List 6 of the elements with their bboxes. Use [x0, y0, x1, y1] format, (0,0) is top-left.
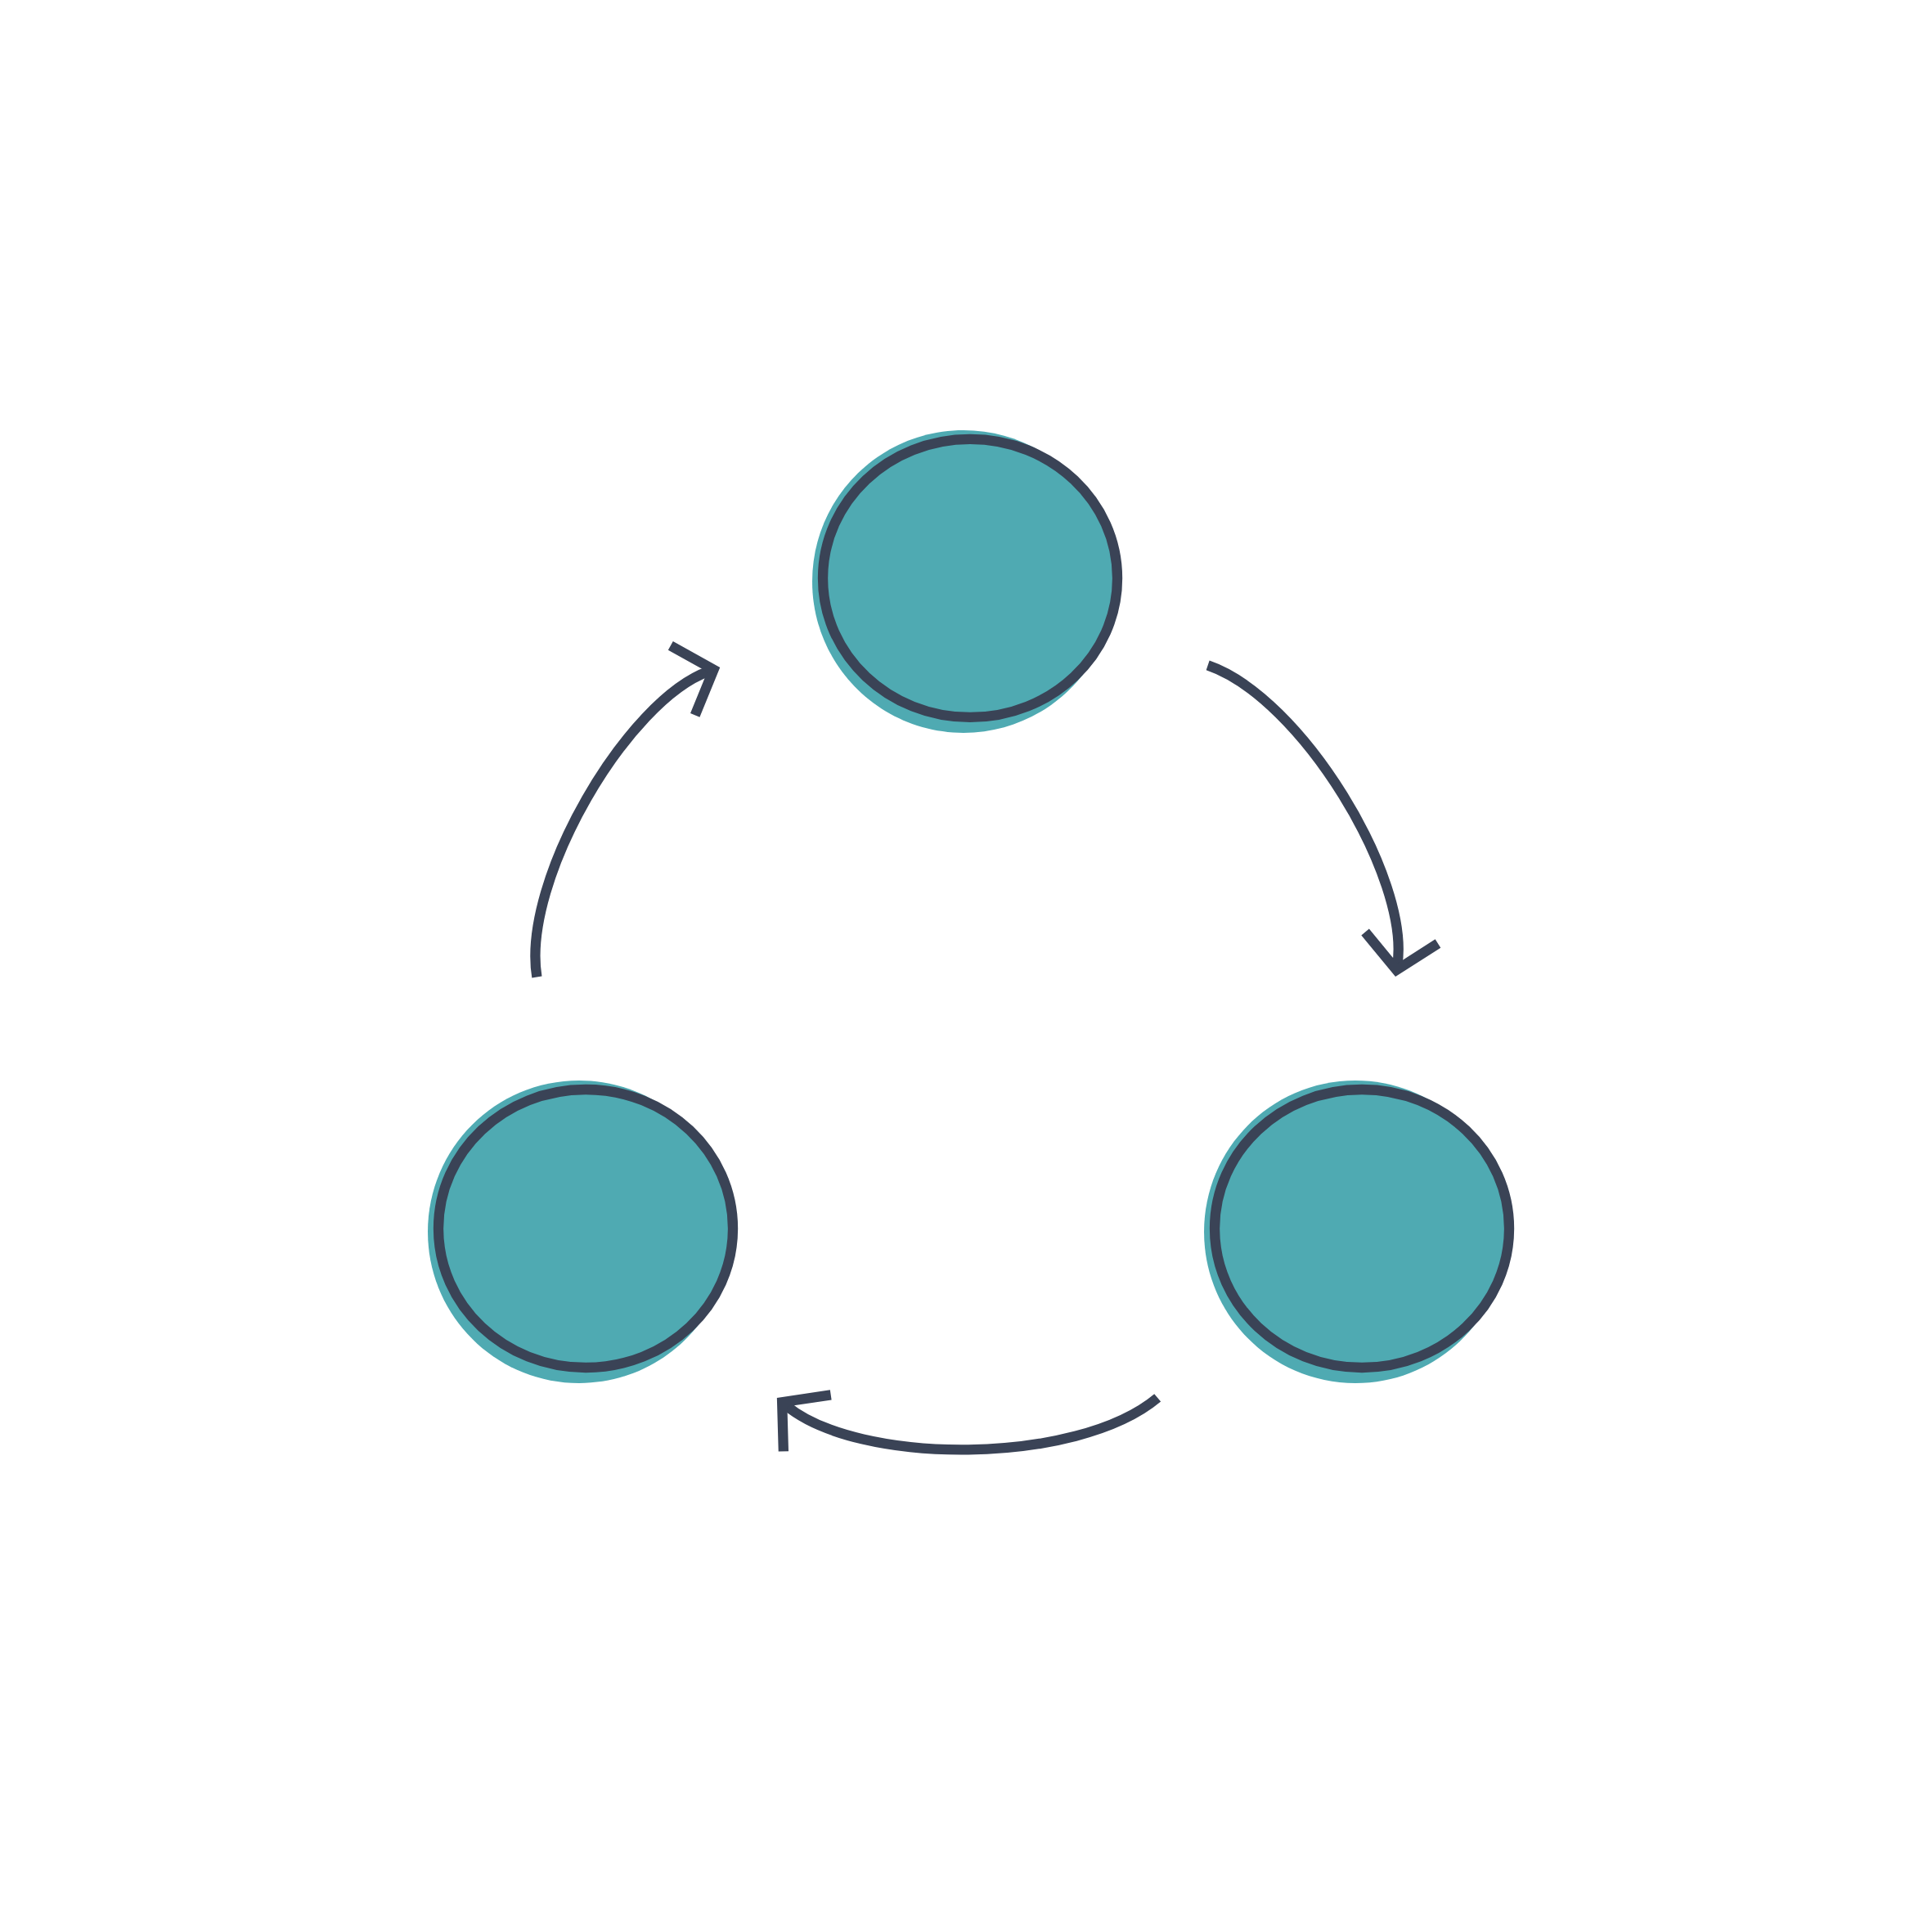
arrow: [776, 1390, 1161, 1455]
circle-node: [1204, 1081, 1515, 1383]
arrow: [530, 641, 721, 977]
circle-node: [428, 1081, 739, 1383]
arrow: [1206, 660, 1441, 977]
circle-node: [812, 429, 1123, 733]
